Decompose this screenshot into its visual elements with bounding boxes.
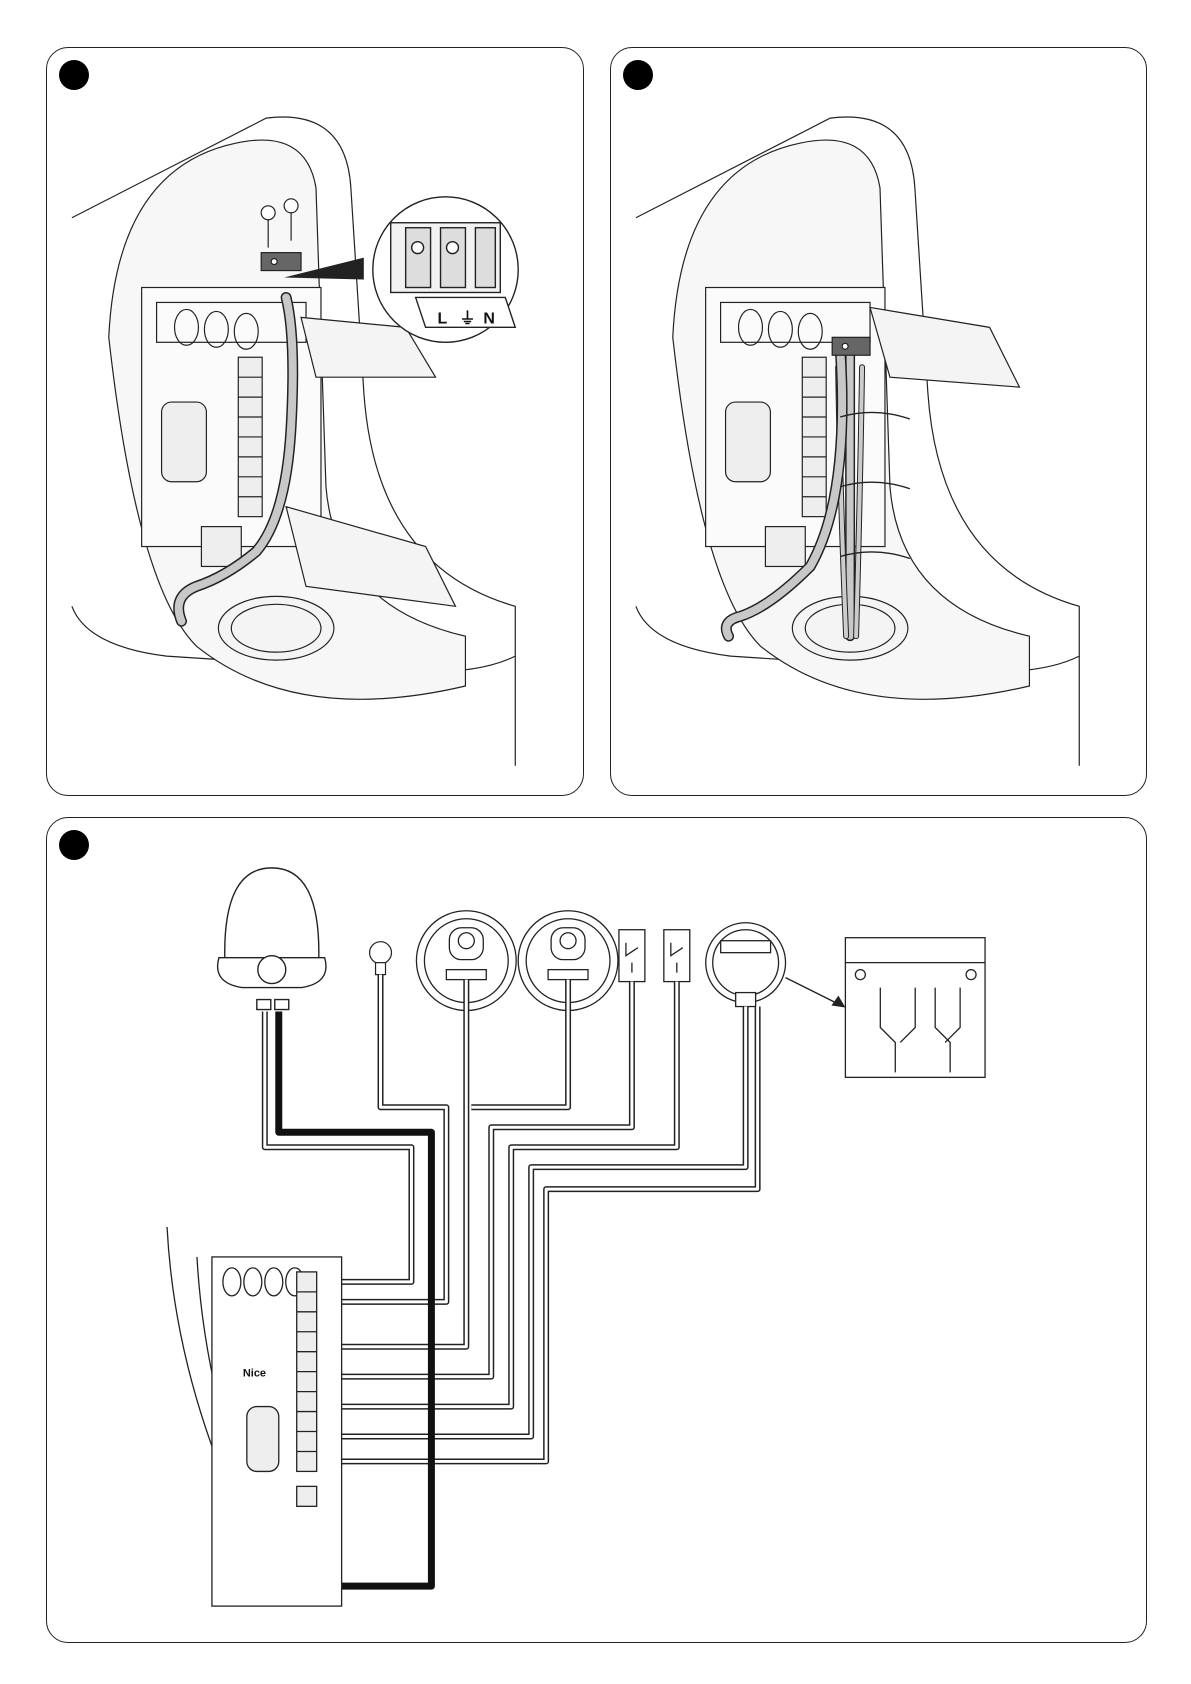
switch-contact-icon xyxy=(664,930,690,982)
power-cable-install-illustration: L ⏚ N xyxy=(47,48,583,795)
key-selector-detail xyxy=(845,938,985,1078)
cable-routing-illustration xyxy=(611,48,1146,795)
cable-clamp xyxy=(832,337,870,355)
detail-arrow xyxy=(786,978,842,1006)
cable-clamp xyxy=(261,253,301,271)
control-unit xyxy=(167,1227,342,1606)
radio-receiver-module xyxy=(162,402,207,482)
cable-entry-hole xyxy=(218,596,334,660)
panel-step-1: L ⏚ N xyxy=(46,47,584,796)
wiring-diagram: Nice xyxy=(47,818,1146,1642)
terminal-label-earth: ⏚ xyxy=(459,308,475,327)
panel-step-2 xyxy=(610,47,1147,796)
terminal-block xyxy=(238,357,262,516)
terminal-block xyxy=(802,357,826,516)
switch-contact-icon xyxy=(619,930,645,982)
courtesy-light-bulb-icon xyxy=(370,942,392,975)
terminal-strip xyxy=(297,1272,317,1472)
flashing-light-icon xyxy=(218,868,326,1010)
terminal-label-neutral: N xyxy=(483,310,495,327)
brand-logo: Nice xyxy=(243,1368,266,1380)
key-selector-icon xyxy=(706,923,786,1007)
terminal-label-live: L xyxy=(438,310,448,327)
radio-receiver-module xyxy=(726,402,771,482)
panel-step-3: Nice xyxy=(46,817,1147,1643)
